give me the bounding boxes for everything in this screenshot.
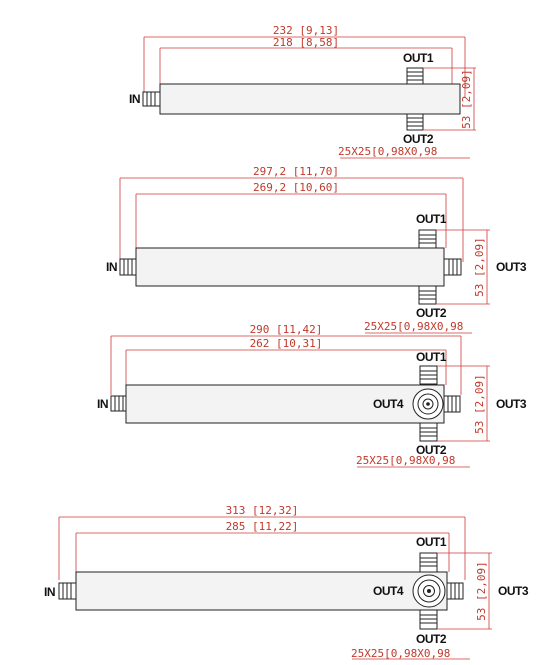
dimension-outer-length: 290 [11,42] xyxy=(110,323,462,395)
dim-size-label: 25X25[0,98X0,98 xyxy=(351,647,450,660)
dimension-inner-length: 269,2 [10,60] xyxy=(135,181,447,248)
label-out3: OUT3 xyxy=(498,584,529,598)
label-out4: OUT4 xyxy=(373,584,404,598)
label-out2: OUT2 xyxy=(403,132,434,146)
in-connector-icon xyxy=(142,91,161,107)
dimension-size: 25X25[0,98X0,98 xyxy=(356,454,470,468)
splitter-body xyxy=(159,83,461,115)
dimension-size: 25X25[0,98X0,98 xyxy=(351,647,470,660)
out4-connector-icon xyxy=(412,574,446,608)
dim-height-label: 53 [2,09] xyxy=(475,561,488,621)
out3-connector-icon xyxy=(443,258,462,276)
dimension-height: 53 [2,09] xyxy=(437,365,490,442)
dimension-height: 53 [2,09] xyxy=(423,67,476,131)
dimension-height: 53 [2,09] xyxy=(436,229,490,305)
dim-height-label: 53 [2,09] xyxy=(473,237,486,297)
dim-outer-label: 313 [12,32] xyxy=(226,504,299,517)
label-in: IN xyxy=(97,397,108,411)
out1-connector-icon xyxy=(406,67,424,85)
out1-connector-icon xyxy=(419,365,438,385)
label-in: IN xyxy=(44,585,55,599)
splitter-body xyxy=(125,384,445,424)
splitter-2-way: 232 [9,13] 218 [8,58] IN OUT1 xyxy=(129,24,476,159)
dimension-size: 25X25[0,98X0,98 xyxy=(364,320,472,334)
label-out2: OUT2 xyxy=(416,306,447,320)
in-connector-icon xyxy=(58,582,77,600)
dim-outer-label: 297,2 [11,70] xyxy=(253,165,339,178)
dim-inner-label: 269,2 [10,60] xyxy=(253,181,339,194)
out2-connector-icon xyxy=(418,285,437,305)
label-in: IN xyxy=(106,260,117,274)
label-out3: OUT3 xyxy=(496,397,527,411)
out4-connector-icon xyxy=(412,388,444,420)
dimension-size: 25X25[0,98X0,98 xyxy=(338,145,470,159)
dimension-inner-length: 218 [8,58] xyxy=(159,36,453,84)
dim-outer-label: 232 [9,13] xyxy=(273,24,339,37)
label-out4: OUT4 xyxy=(373,397,404,411)
splitter-4-way-b: 313 [12,32] 285 [11,22] IN OUT1 xyxy=(44,504,529,660)
dimension-inner-length: 285 [11,22] xyxy=(75,520,450,572)
out1-connector-icon xyxy=(418,229,437,249)
dimension-height: 53 [2,09] xyxy=(437,552,492,630)
out3-connector-icon xyxy=(446,582,464,600)
dimension-outer-length: 313 [12,32] xyxy=(58,504,466,580)
dim-size-label: 25X25[0,98X0,98 xyxy=(356,454,455,467)
label-out1: OUT1 xyxy=(416,535,447,549)
label-out2: OUT2 xyxy=(416,632,447,646)
out2-connector-icon xyxy=(419,609,438,630)
label-out1: OUT1 xyxy=(416,212,447,226)
in-connector-icon xyxy=(119,258,137,276)
dim-inner-label: 285 [11,22] xyxy=(226,520,299,533)
label-in: IN xyxy=(129,92,140,106)
splitter-3-way: 297,2 [11,70] 269,2 [10,60] IN OUT1 xyxy=(106,165,527,334)
splitter-body xyxy=(135,247,445,287)
in-connector-icon xyxy=(110,395,127,412)
dim-size-label: 25X25[0,98X0,98 xyxy=(338,145,437,158)
dimension-outer-length: 232 [9,13] xyxy=(143,24,466,97)
dim-outer-label: 290 [11,42] xyxy=(250,323,323,336)
dimension-inner-length: 262 [10,31] xyxy=(125,337,447,385)
label-out3: OUT3 xyxy=(496,260,527,274)
dim-size-label: 25X25[0,98X0,98 xyxy=(364,320,463,333)
dimension-outer-length: 297,2 [11,70] xyxy=(119,165,464,262)
out1-connector-icon xyxy=(419,552,438,573)
out2-connector-icon xyxy=(419,422,438,442)
splitter-body xyxy=(75,571,448,611)
out3-connector-icon xyxy=(443,395,461,413)
dim-inner-label: 218 [8,58] xyxy=(273,36,339,49)
label-out2: OUT2 xyxy=(416,443,447,457)
label-out1: OUT1 xyxy=(416,350,447,364)
label-out1: OUT1 xyxy=(403,51,434,65)
dim-height-label: 53 [2,09] xyxy=(473,374,486,434)
dim-inner-label: 262 [10,31] xyxy=(250,337,323,350)
out2-connector-icon xyxy=(406,113,424,131)
dim-height-label: 53 [2,09] xyxy=(460,69,473,129)
splitter-4-way-a: 290 [11,42] 262 [10,31] IN OUT1 xyxy=(97,323,527,468)
